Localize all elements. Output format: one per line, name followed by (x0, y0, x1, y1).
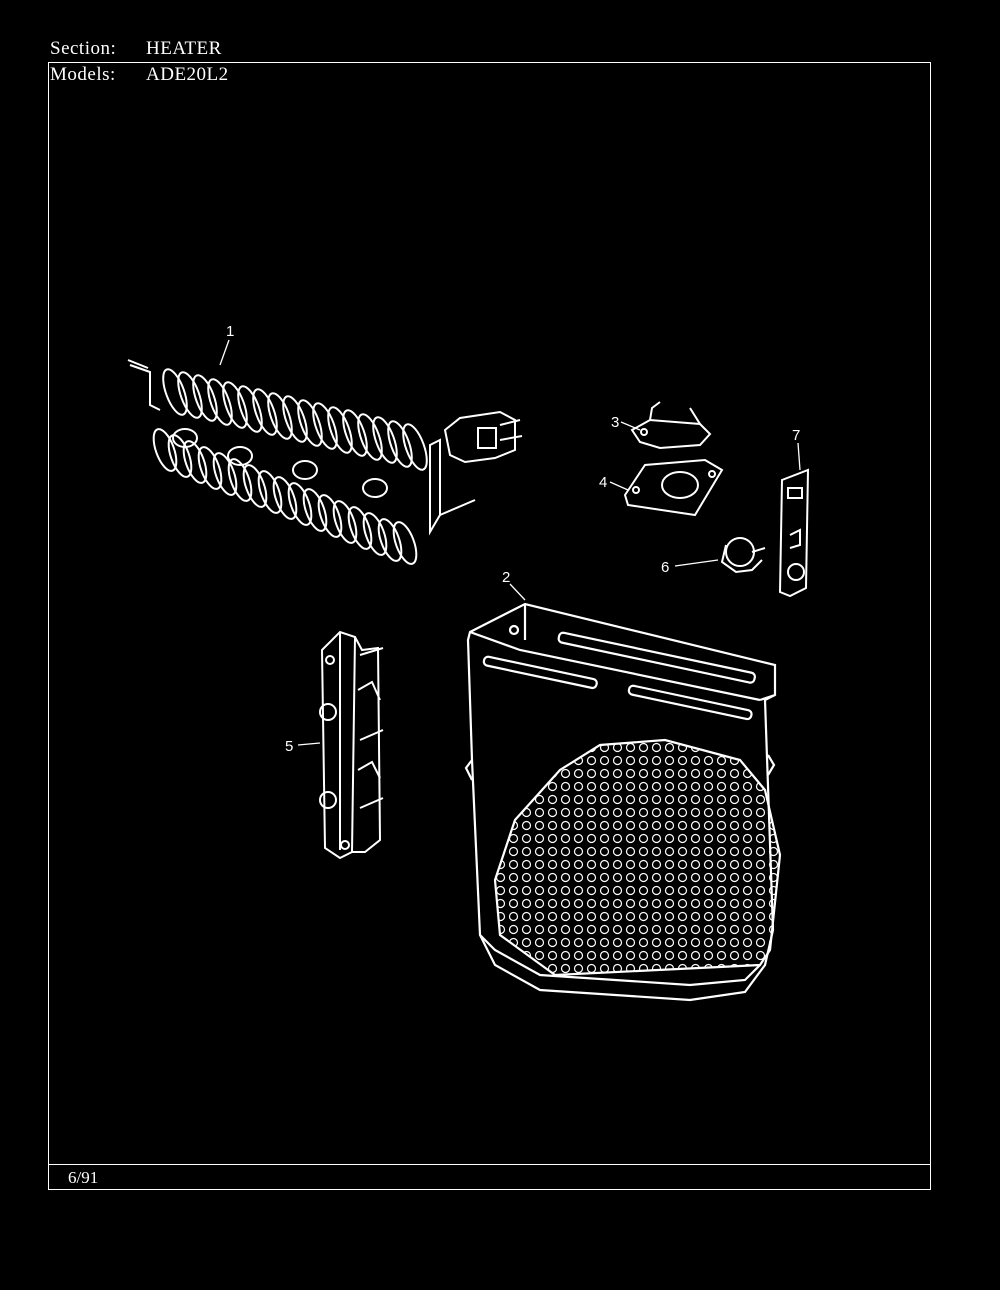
callout-3: 3 (611, 414, 619, 431)
models-value: ADE20L2 (146, 64, 229, 85)
hi-limit-thermostat (720, 537, 766, 574)
section-line: Section: HEATER (50, 38, 222, 60)
callout-1: 1 (226, 323, 234, 340)
callout-7: 7 (792, 427, 800, 444)
section-value: HEATER (146, 38, 222, 59)
thermostat (630, 401, 712, 450)
heater-element (127, 359, 523, 565)
models-line: Models: ADE20L2 (50, 64, 229, 86)
mounting-plate (623, 458, 724, 517)
diagram-frame (48, 62, 931, 1190)
heater-housing (464, 602, 782, 1002)
callout-5: 5 (285, 738, 293, 755)
bracket (778, 468, 810, 598)
callout-labels: 1 2 3 4 5 6 7 (226, 323, 800, 755)
callout-4: 4 (599, 474, 607, 491)
leader-lines (219, 339, 801, 746)
models-label: Models: (50, 64, 116, 85)
callout-6: 6 (661, 559, 669, 576)
footer-date: 6/91 (68, 1168, 99, 1187)
terminal-block (319, 630, 384, 860)
callout-2: 2 (502, 569, 510, 586)
footer-divider (48, 1164, 931, 1165)
section-label: Section: (50, 38, 117, 59)
